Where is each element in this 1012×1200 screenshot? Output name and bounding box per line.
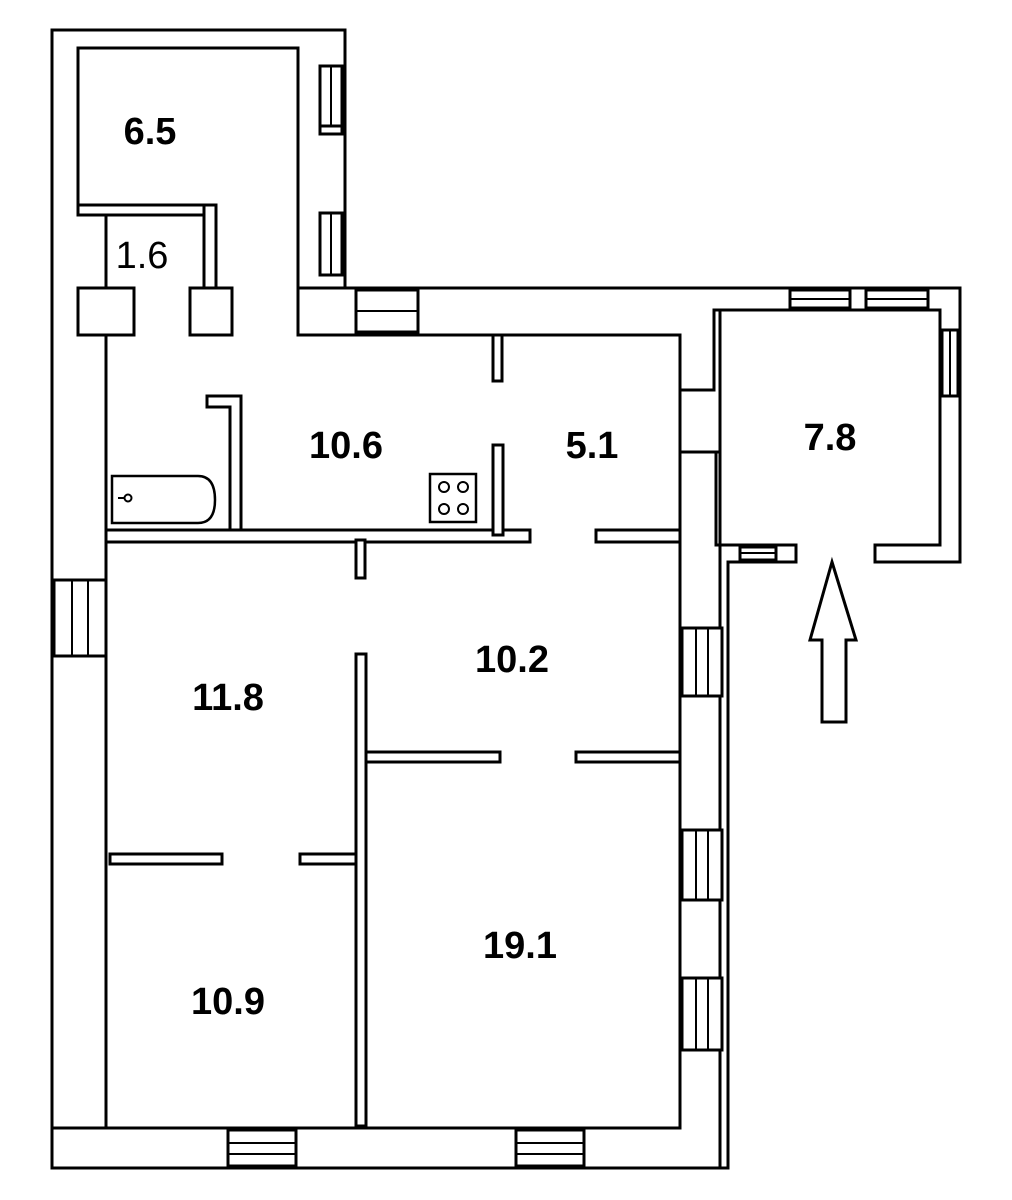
interior-walls (104, 333, 682, 1128)
wall-stub-mid (354, 538, 367, 580)
wall-hall-bottom-right (574, 750, 682, 764)
window (738, 545, 778, 562)
room-labels: 6.5 1.6 10.6 5.1 7.8 11.8 10.2 19.1 10.9 (116, 111, 857, 1023)
bath-partition (205, 394, 243, 532)
wall-vertical-center (354, 652, 368, 1128)
wall-kitchen-bottom (104, 528, 532, 544)
wall-bedroom-right (298, 852, 358, 866)
window (318, 64, 344, 128)
window (788, 288, 852, 310)
windows (52, 64, 960, 1168)
window (680, 828, 724, 902)
window (680, 626, 724, 698)
outer-wall-bottom (50, 288, 722, 1170)
window (226, 1128, 298, 1168)
vestibule-wall (680, 450, 798, 1170)
window (354, 288, 420, 334)
window (680, 976, 724, 1052)
annex-divider (76, 203, 218, 217)
stove-icon (428, 472, 478, 524)
wall-hall-bottom-left (364, 750, 502, 764)
window (864, 288, 930, 310)
wall-kitchen-right (491, 443, 505, 537)
window (940, 328, 960, 398)
room-area-label: 11.8 (192, 677, 264, 719)
window (318, 211, 344, 277)
window (52, 578, 108, 658)
room-area-label: 7.8 (804, 417, 857, 459)
bathtub-icon (110, 474, 217, 525)
room-area-label: 5.1 (566, 425, 619, 467)
wall-stub-top (491, 333, 504, 383)
room-area-label: 10.9 (191, 981, 265, 1023)
wc-stub-right (188, 286, 234, 337)
wc-stub-left (76, 286, 136, 337)
entrance-arrow-icon (808, 556, 859, 724)
room-area-label: 10.2 (475, 639, 549, 681)
wall-bedroom-left (108, 852, 224, 866)
annex-walls (76, 203, 234, 337)
room-area-label: 19.1 (483, 925, 557, 967)
window (514, 1128, 586, 1168)
room-area-label: 1.6 (116, 235, 169, 277)
window (318, 124, 344, 136)
wall-hall-top-right (594, 528, 682, 544)
room-area-label: 10.6 (309, 425, 383, 467)
room-area-label: 6.5 (124, 111, 177, 153)
wc-right-wall (202, 203, 218, 295)
